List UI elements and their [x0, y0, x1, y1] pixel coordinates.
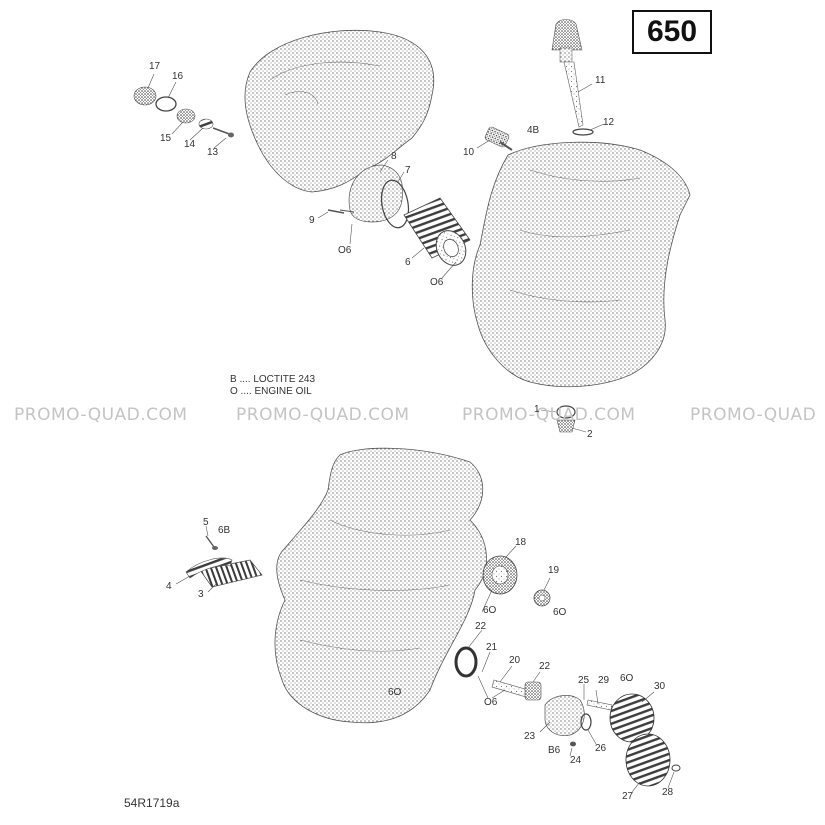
callout-label: 18: [515, 537, 527, 548]
reference-code: 54R1719a: [124, 796, 180, 810]
oil-filter-cover: [327, 164, 410, 229]
callout-label: 6O: [553, 607, 567, 618]
watermark: PROMO-QUAD.COM: [14, 405, 188, 425]
callout-label: O6: [484, 697, 498, 708]
callout-label: 21: [486, 642, 498, 653]
callout-label: 16: [172, 71, 184, 82]
callout-label: 17: [149, 61, 161, 72]
callout-label: 4: [166, 581, 172, 592]
watermark: PROMO-QUAD.COM: [462, 405, 636, 425]
callout-label: 5: [203, 517, 209, 528]
model-badge: 650: [632, 10, 712, 54]
callout-label: 24: [570, 755, 582, 766]
oil-pump-gear: [482, 555, 518, 595]
callout-label: 6: [405, 257, 411, 268]
callout-label: 13: [207, 147, 219, 158]
callout-label: 29: [598, 675, 610, 686]
callout-label: O6: [338, 245, 352, 256]
callout-label: 10: [463, 147, 475, 158]
pin-29: [586, 699, 613, 711]
watermark: PROMO-QUAD: [690, 405, 817, 425]
callout-label: 4B: [527, 125, 540, 136]
callout-label: 12: [603, 117, 615, 128]
callout-label: 6O: [388, 687, 402, 698]
legend-loctite: B .... LOCTITE 243: [230, 374, 316, 385]
callout-label: 6O: [620, 673, 634, 684]
callout-label: 27: [622, 791, 634, 802]
callout-label: 26: [595, 743, 607, 754]
oil-filter: [403, 197, 471, 266]
callout-label: 19: [548, 565, 560, 576]
pump-housing: [544, 695, 592, 747]
drain-plug: [556, 405, 576, 433]
callout-label: 28: [662, 787, 674, 798]
bearing-19: [533, 589, 551, 607]
callout-label: 30: [654, 681, 666, 692]
callout-label: 9: [309, 215, 315, 226]
callout-label: 22: [475, 621, 487, 632]
crankcase-right: [471, 141, 691, 388]
callout-label: 11: [595, 75, 606, 86]
callout-label: 7: [405, 165, 411, 176]
callout-label: 1: [534, 404, 540, 415]
seal-22: [454, 646, 478, 678]
callout-label: 22: [539, 661, 551, 672]
dipstick: [551, 19, 594, 136]
callout-label: 6O: [483, 605, 497, 616]
pump-shaft: [491, 679, 542, 701]
callout-label: 8: [391, 151, 397, 162]
callout-label: 6B: [218, 525, 231, 536]
callout-label: B6: [548, 745, 561, 756]
callout-label: 2: [587, 429, 593, 440]
plug-assembly: [133, 86, 234, 138]
leader-lines: [147, 73, 675, 793]
crankcase-left: [274, 447, 487, 724]
pump-gears: [609, 693, 681, 787]
engine-cover: [244, 29, 435, 193]
callout-label: O6: [430, 277, 444, 288]
callout-label: 25: [578, 675, 590, 686]
callout-label: 14: [184, 139, 196, 150]
legend-engine-oil: O .... ENGINE OIL: [230, 386, 312, 397]
callout-label: 3: [198, 589, 204, 600]
callout-label: 15: [160, 133, 172, 144]
callout-label: 23: [524, 731, 536, 742]
callout-label: 20: [509, 655, 521, 666]
bolt-10: [484, 126, 513, 151]
watermark: PROMO-QUAD.COM: [236, 405, 410, 425]
oil-strainer: [185, 535, 263, 588]
